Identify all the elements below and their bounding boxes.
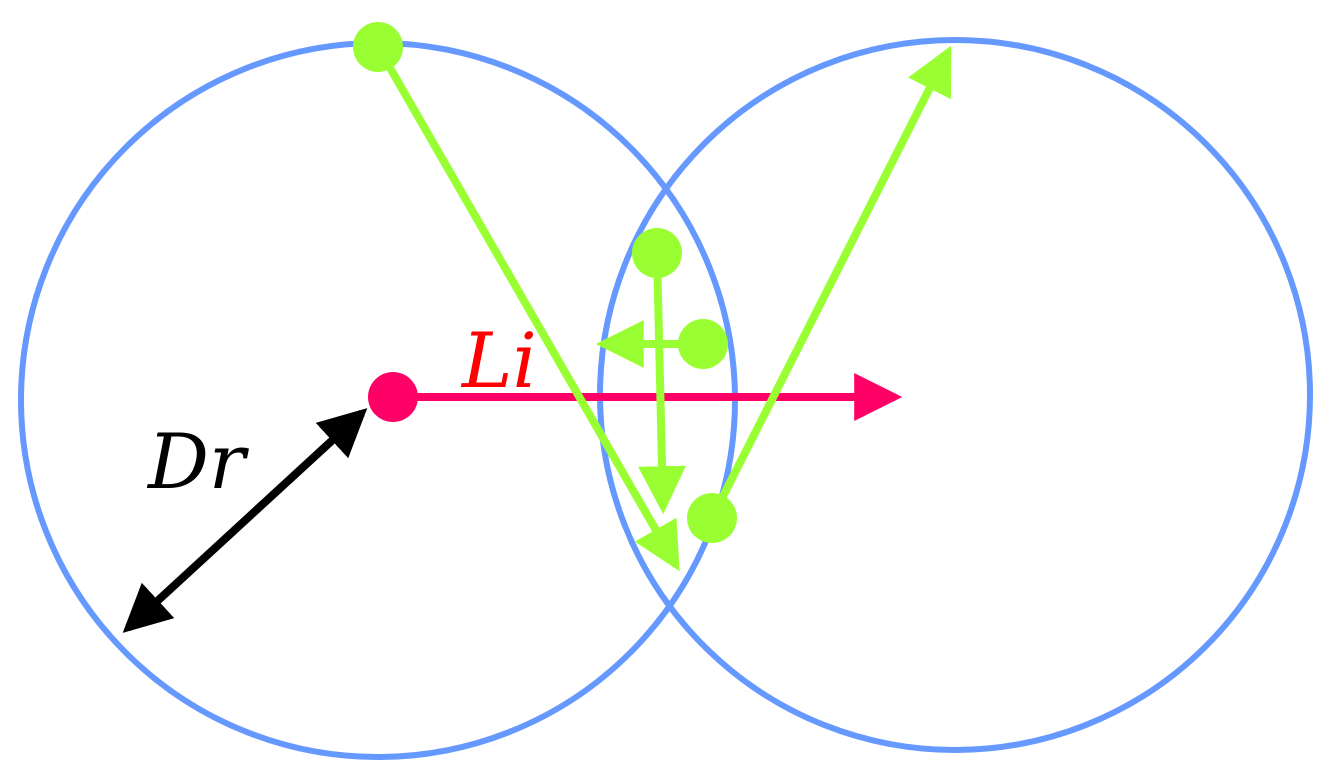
node-lens-upper (632, 228, 682, 278)
node-vector-top-to-lens (374, 45, 680, 572)
li-label: Li (460, 316, 537, 405)
center-node (368, 372, 418, 422)
dr-label: Dr (146, 417, 250, 506)
node-vector-lens-to-top-right (708, 45, 952, 520)
node-lens-lower (687, 493, 737, 543)
node-top (353, 22, 403, 72)
node-lens-middle (678, 319, 728, 369)
dr-radius-arrow (122, 408, 368, 633)
node-vector-lens-down (638, 252, 687, 515)
